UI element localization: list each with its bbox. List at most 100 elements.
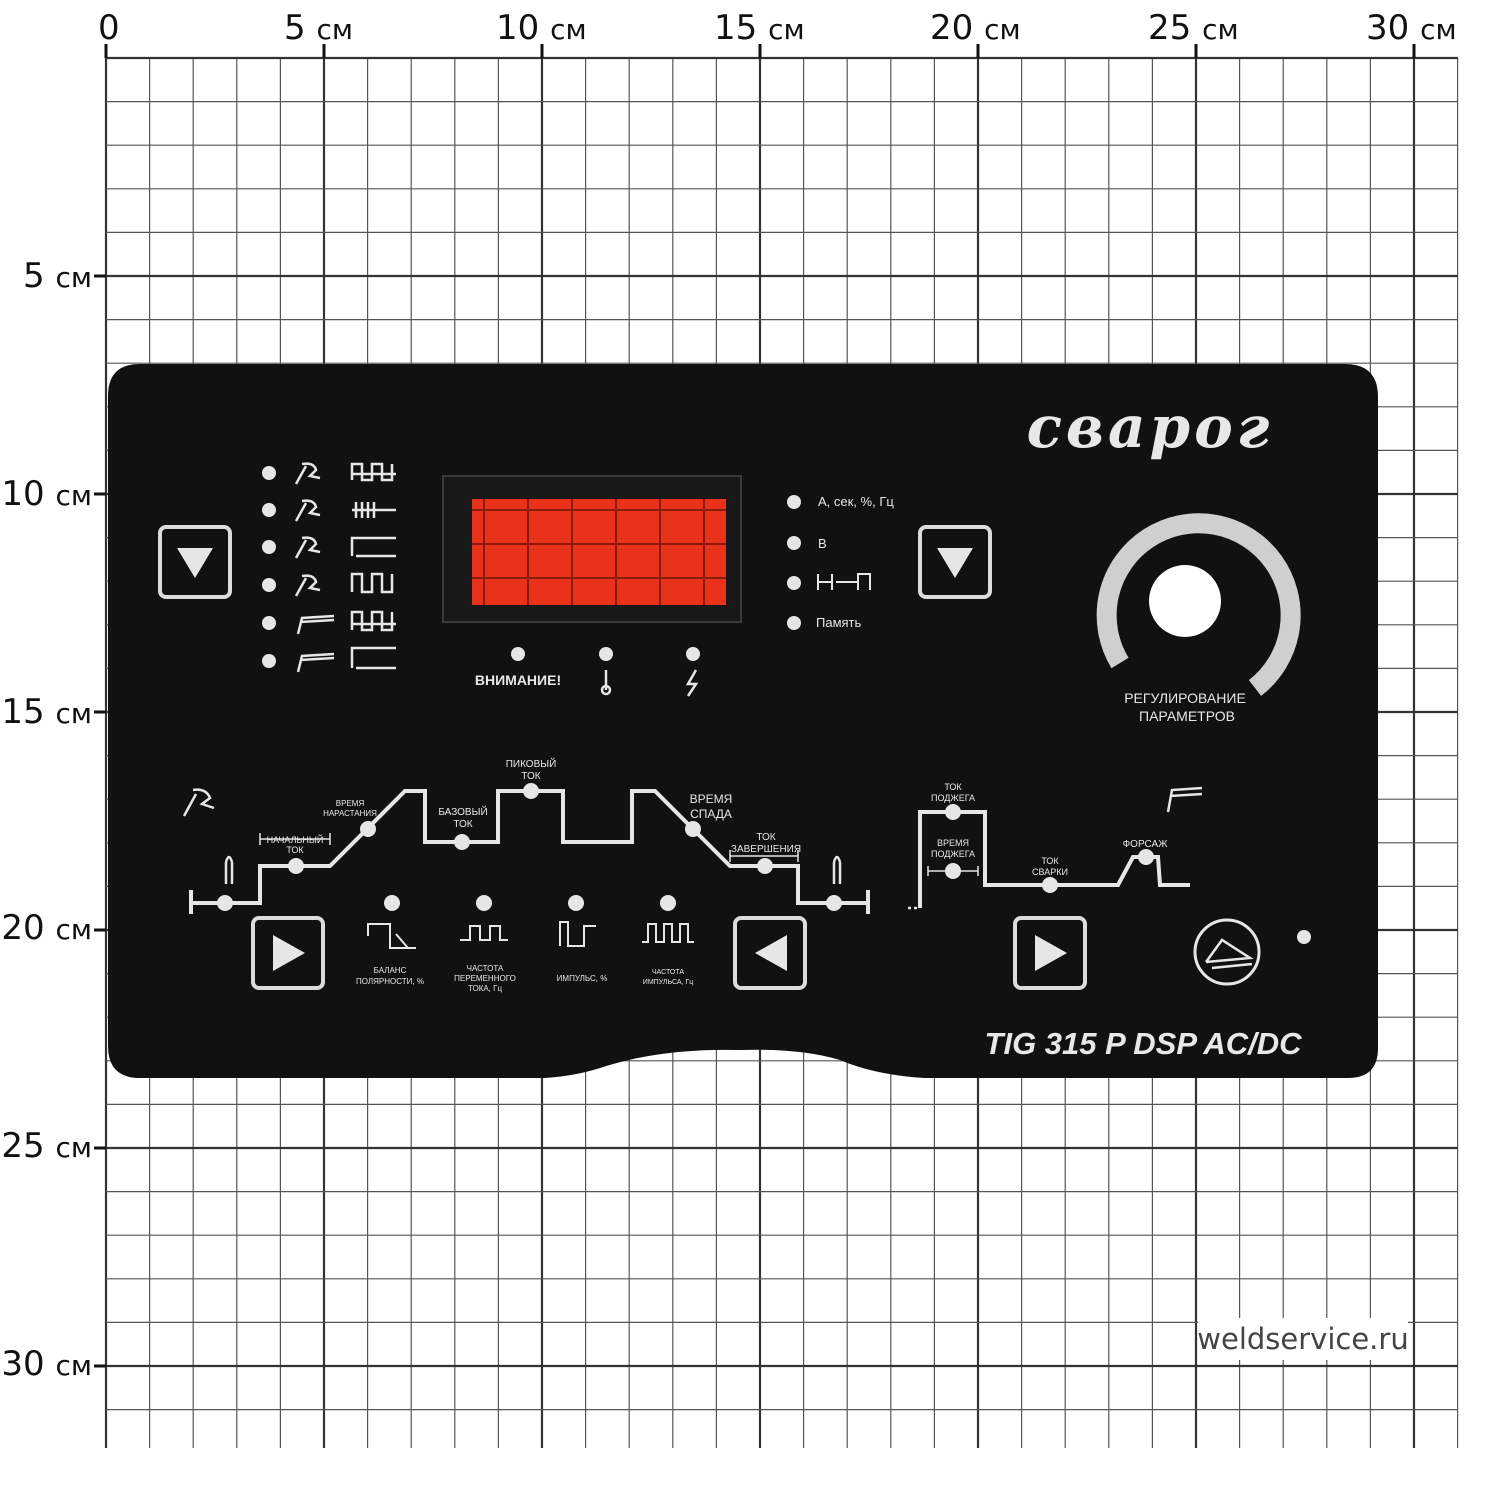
ignition-current-led — [945, 804, 961, 820]
ignition-time-label-2: ПОДЖЕГА — [931, 849, 975, 859]
ac-pulse-parameters: БАЛАНС ПОЛЯРНОСТИ, % ЧАСТОТА ПЕРЕМЕННОГО… — [356, 895, 694, 993]
ignition-current-label-1: ТОК — [944, 782, 962, 792]
watermark: weldservice.ru — [1197, 1318, 1409, 1360]
end-current-label-2: ЗАВЕРШЕНИЯ — [731, 844, 801, 855]
volts-label: В — [818, 536, 827, 551]
arc-force-led — [1138, 849, 1154, 865]
remote-control-indicator — [1193, 918, 1311, 986]
trigger-led — [787, 576, 801, 590]
ac-mma-icon — [350, 610, 396, 632]
knob-label-line1: РЕГУЛИРОВАНИЕ — [1124, 690, 1246, 706]
start-current-label-1: НАЧАЛЬНЫЙ — [267, 834, 324, 845]
balance-icon — [367, 923, 416, 949]
pulse-frequency-icon — [642, 923, 694, 943]
cycle-curve — [189, 789, 870, 914]
mode-led — [262, 540, 276, 554]
dc-pulse-icon — [350, 572, 394, 594]
volts-led — [787, 536, 801, 550]
mode-led — [262, 654, 276, 668]
model-label: TIG 315 P DSP AC/DC — [985, 1026, 1303, 1061]
triangle-right-icon — [1035, 935, 1067, 971]
rise-time-led — [360, 821, 376, 837]
mma-holder-icon — [296, 652, 335, 673]
ruler-top-25: 25 см — [1148, 8, 1239, 48]
warning-label: ВНИМАНИЕ! — [475, 672, 561, 688]
pulse-led — [568, 895, 584, 911]
fall-time-led — [685, 821, 701, 837]
ruler-left-20: 20 см — [1, 908, 92, 948]
cycle-next-button[interactable] — [251, 916, 325, 990]
ruler-left-5: 5 см — [23, 256, 92, 296]
peak-current-label-2: ТОК — [521, 771, 540, 782]
base-current-led — [454, 834, 470, 850]
mode-led — [262, 503, 276, 517]
base-current-label-2: ТОК — [453, 819, 472, 830]
weld-current-led — [1042, 877, 1058, 893]
lightning-icon — [685, 669, 699, 697]
end-current-label-1: ТОК — [756, 832, 775, 843]
arc-force-label: ФОРСАЖ — [1123, 839, 1169, 850]
foot-pedal-icon — [1193, 918, 1261, 986]
knob-scale-arc — [1096, 513, 1301, 696]
indicator-down-button[interactable] — [918, 525, 992, 599]
mode-led — [262, 578, 276, 592]
start-current-led — [288, 858, 304, 874]
thermal-led — [599, 647, 613, 661]
peak-current-label-1: ПИКОВЫЙ — [506, 757, 557, 770]
display-window — [442, 475, 742, 623]
mma-diagram: ТОК ПОДЖЕГА ВРЕМЯ ПОДЖЕГА ТОК СВАРКИ ФОР… — [908, 782, 1203, 910]
memory-label: Память — [816, 615, 862, 630]
ruler-top-10: 10 см — [496, 8, 587, 48]
parameter-knob[interactable]: РЕГУЛИРОВАНИЕ ПАРАМЕТРОВ — [1096, 513, 1301, 724]
pulse-label: ИМПУЛЬС, % — [557, 974, 608, 983]
balance-led — [384, 895, 400, 911]
ac-freq-led — [476, 895, 492, 911]
units-led — [787, 495, 801, 509]
postpurge-led — [826, 895, 842, 911]
ruler-top-15: 15 см — [714, 8, 805, 48]
ruler-left-30: 30 см — [1, 1344, 92, 1384]
rise-time-label-2: НАРАСТАНИЯ — [323, 809, 377, 818]
dc-mma-icon — [350, 646, 396, 670]
ruler-top-0: 0 — [98, 8, 120, 48]
mode-down-button[interactable] — [158, 525, 232, 599]
tig-torch-icon — [294, 574, 321, 597]
panel-body — [108, 364, 1378, 1078]
pulse-freq-led — [660, 895, 676, 911]
weld-current-label-2: СВАРКИ — [1032, 867, 1068, 877]
dc-icon — [350, 536, 396, 558]
tig-torch-icon — [294, 462, 321, 485]
mode-selector — [262, 462, 396, 673]
tig-torch-icon — [294, 499, 321, 522]
tig-torch-icon — [294, 536, 321, 559]
ac-frequency-icon — [460, 925, 508, 941]
ruler-left-25: 25 см — [1, 1126, 92, 1166]
triangle-right-icon — [273, 935, 305, 971]
triangle-down-icon — [177, 548, 213, 578]
gas-prepurge-icon — [224, 855, 234, 884]
mma-next-button[interactable] — [1013, 916, 1087, 990]
mma-holder-icon — [1166, 786, 1203, 813]
status-indicators: ВНИМАНИЕ! — [475, 647, 700, 697]
ruler-left-10: 10 см — [1, 474, 92, 514]
ruler-top-20: 20 см — [930, 8, 1021, 48]
balance-label-2: ПОЛЯРНОСТИ, % — [356, 977, 424, 986]
cycle-prev-button[interactable] — [733, 916, 807, 990]
four-stroke-icon — [817, 573, 871, 590]
gas-postpurge-icon — [832, 855, 842, 884]
ac-pulse-icon — [352, 502, 396, 518]
thermometer-icon — [600, 670, 612, 696]
fall-time-label-2: СПАДА — [690, 807, 732, 821]
ignition-time-label-1: ВРЕМЯ — [937, 838, 969, 848]
memory-led — [787, 616, 801, 630]
mma-holder-icon — [296, 614, 335, 635]
base-current-label-1: БАЗОВЫЙ — [438, 805, 487, 818]
ruler-top-5: 5 см — [284, 8, 353, 48]
rise-time-label-1: ВРЕМЯ — [336, 799, 365, 808]
end-current-led — [757, 858, 773, 874]
unit-indicators: А, сек, %, Гц В Память — [787, 494, 894, 630]
fall-time-label-1: ВРЕМЯ — [690, 792, 733, 806]
triangle-left-icon — [755, 935, 787, 971]
ac-freq-label-2: ПЕРЕМЕННОГО — [454, 974, 516, 983]
